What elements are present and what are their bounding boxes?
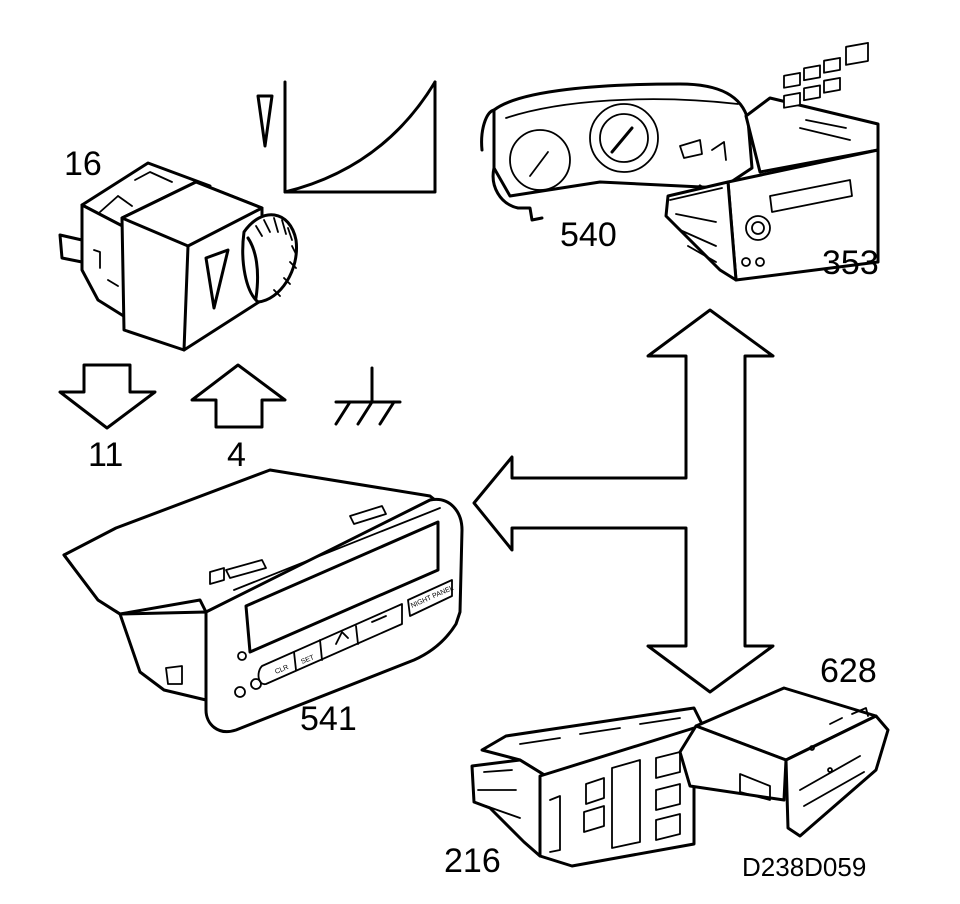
label-climate-control: 216 [444,842,501,880]
clr-button: CLR [274,664,290,676]
label-cd-changer: 628 [820,652,877,690]
set-button: SET [300,654,316,666]
bus-connection-arrow-icon [472,308,775,694]
label-instrument-cluster: 540 [560,216,617,254]
radio [664,42,880,282]
label-output-signal: 11 [88,436,123,474]
label-display-unit: 541 [300,700,357,738]
input-arrow-icon [190,363,287,429]
climate-control-unit [470,706,706,868]
ground-symbol-icon [334,366,402,426]
dimmer-switch [58,161,298,352]
output-arrow-icon [58,363,157,430]
figure-reference: D238D059 [742,852,866,882]
instrument-cluster [480,82,754,222]
information-display-unit: CLR SET NIGHT PANEL [62,468,464,733]
label-input-signal: 4 [227,436,246,474]
label-switch: 16 [64,145,102,183]
dimming-ramp-symbol [256,80,437,194]
label-radio: 353 [822,244,879,282]
cd-changer [678,686,890,838]
